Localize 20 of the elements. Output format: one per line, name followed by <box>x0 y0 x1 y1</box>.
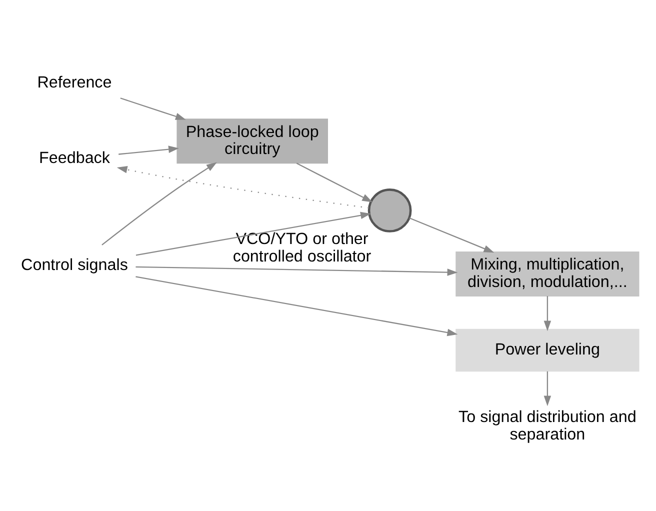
arrow <box>409 217 494 253</box>
arrow <box>116 166 369 208</box>
arrow <box>102 162 217 246</box>
arrow <box>296 162 373 202</box>
arrow <box>136 212 371 256</box>
node-box: Phase-locked loop circuitry <box>176 118 328 164</box>
node-text: Control signals <box>21 256 128 274</box>
node-box: Power leveling <box>456 328 640 372</box>
node-label: VCO/YTO or other controlled oscillator <box>232 230 372 266</box>
arrow <box>118 146 179 155</box>
arrow <box>120 98 186 120</box>
node-box: Mixing, multiplication, division, modulation,... <box>456 251 640 296</box>
node-circle <box>368 188 412 232</box>
node-text: Reference <box>37 74 112 92</box>
arrow <box>544 296 552 332</box>
arrow <box>136 266 458 276</box>
node-text: To signal distribution and separation <box>458 408 636 444</box>
arrow <box>544 371 552 406</box>
node-text: Feedback <box>39 148 110 167</box>
arrow <box>136 276 458 336</box>
